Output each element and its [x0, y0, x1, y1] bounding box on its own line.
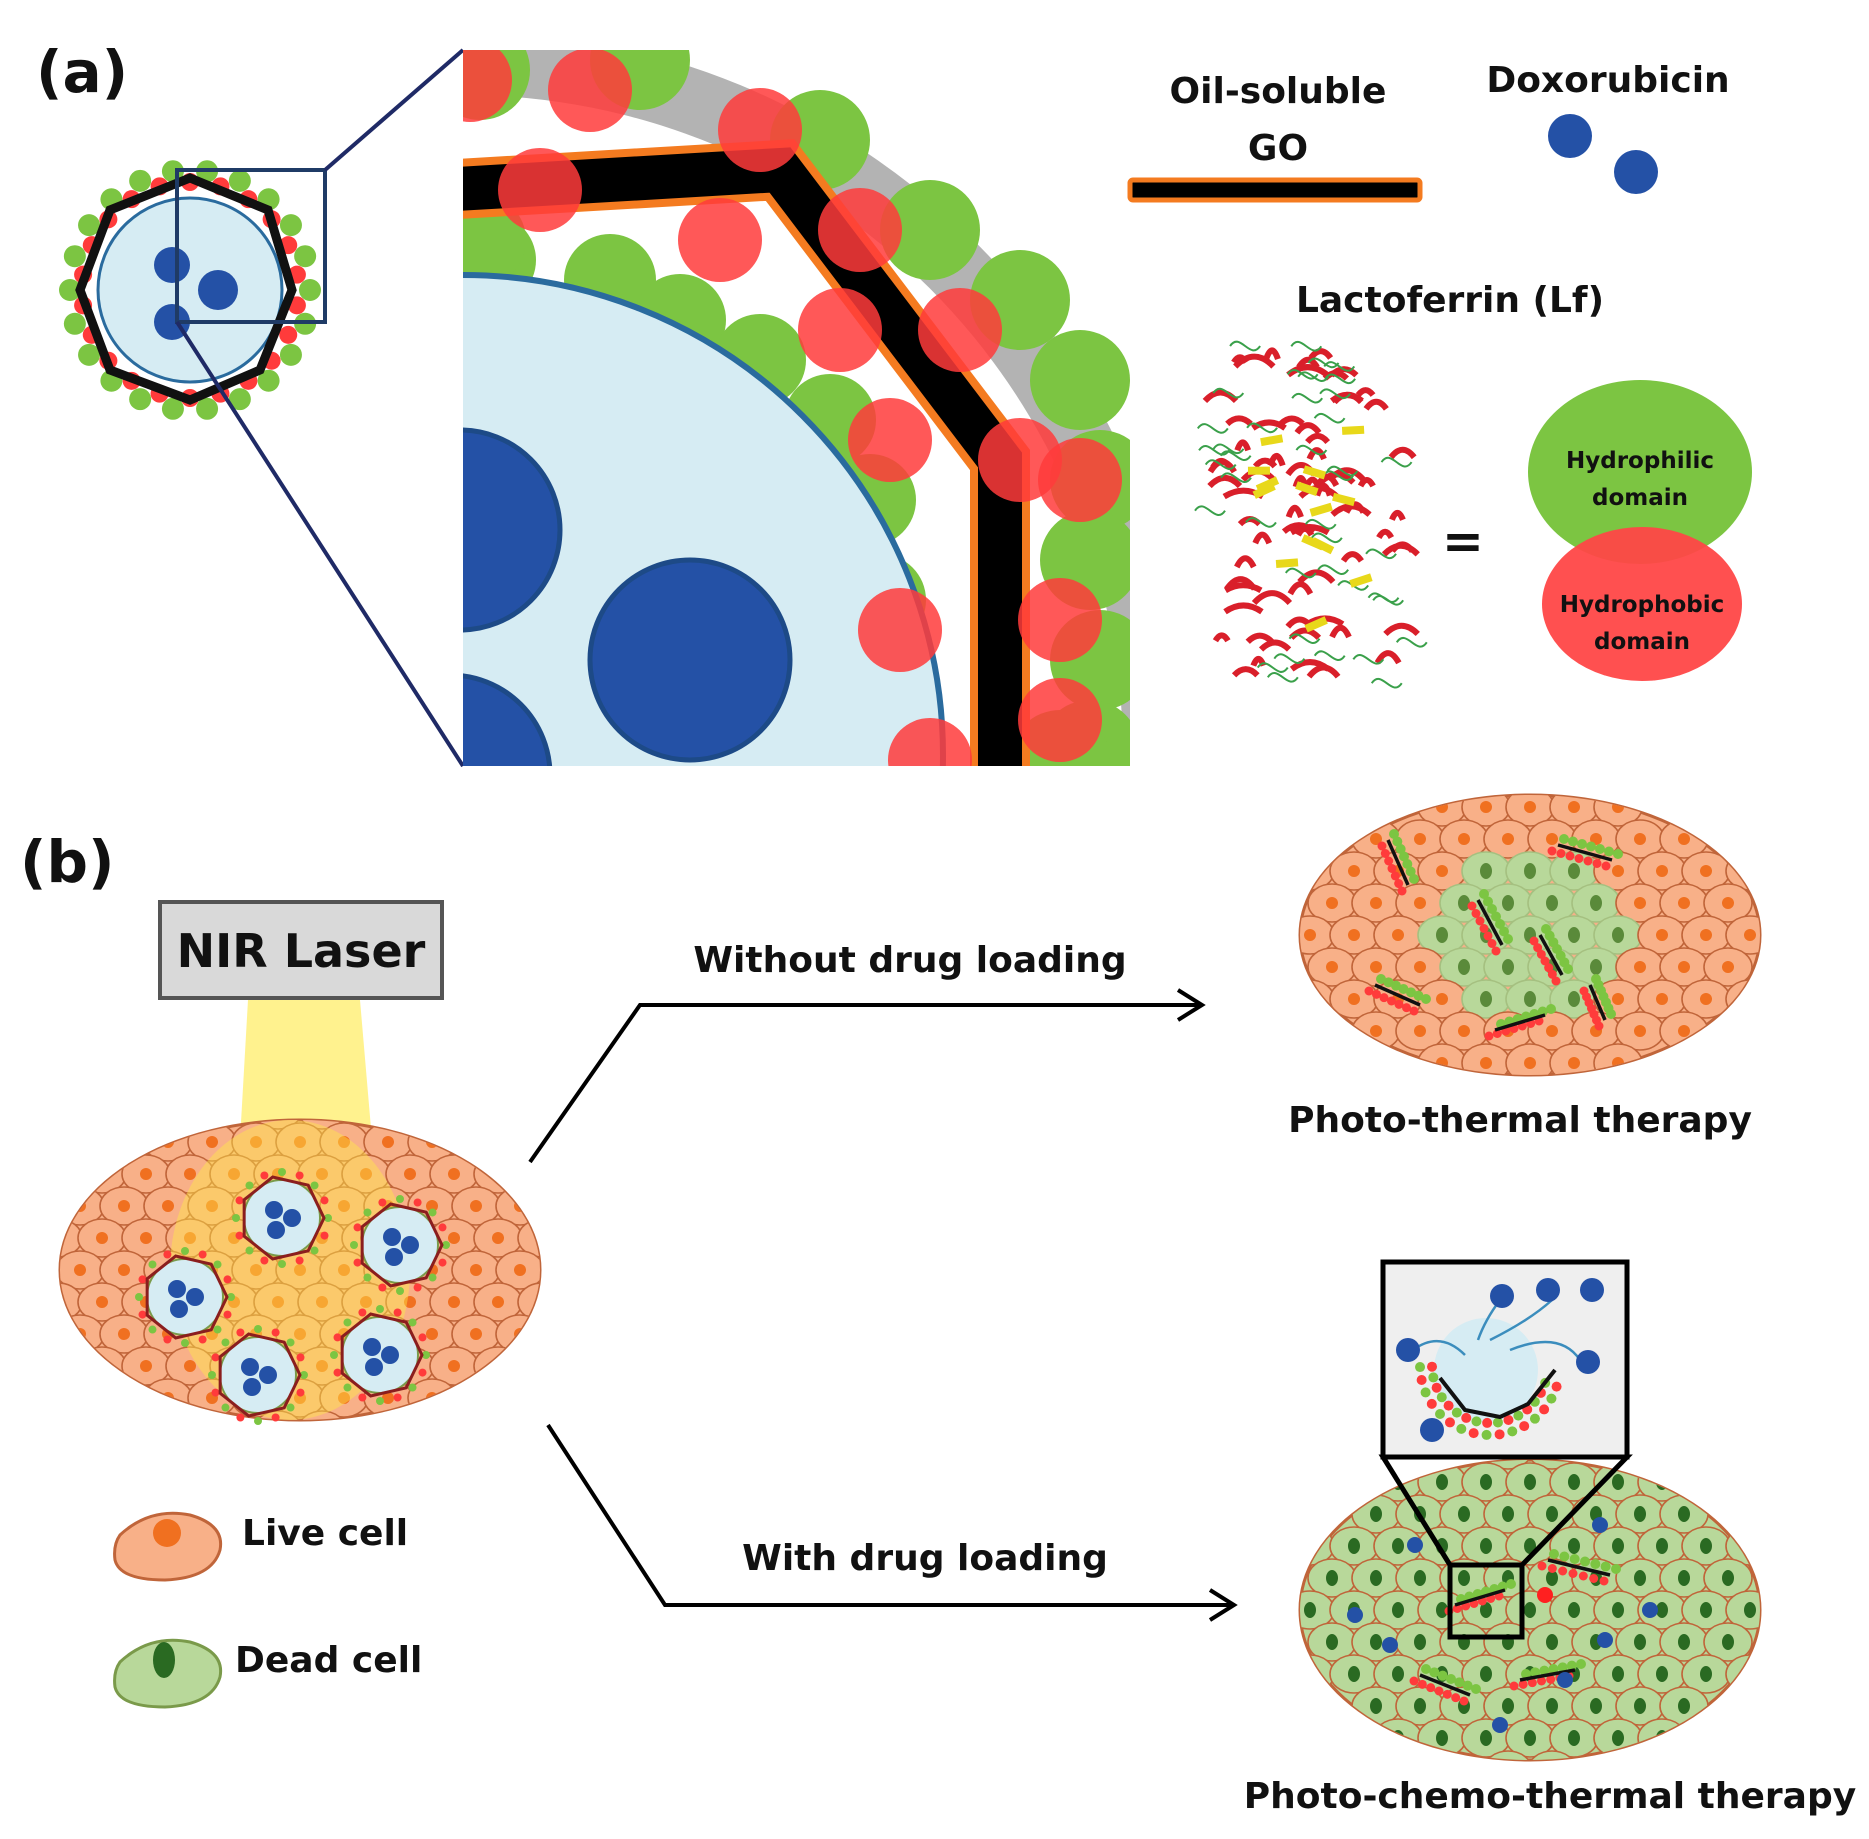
hydrophilic-label-line1: Hydrophilic	[1566, 448, 1714, 474]
go-label-line2: GO	[1248, 128, 1308, 169]
panel-a-label: (a)	[36, 38, 128, 106]
live-cell-icon	[113, 1511, 223, 1582]
protein-structure-icon	[1194, 340, 1428, 689]
nanoparticle-zoom	[463, 50, 1130, 766]
tumor-photothermal	[1298, 793, 1762, 1077]
hydrophilic-label-line2: domain	[1592, 485, 1688, 511]
go-sheet-icon	[1127, 177, 1423, 203]
nir-laser-box	[158, 900, 444, 1000]
zoom-line-bottom	[175, 320, 465, 768]
without-drug-label: Without drug loading	[693, 940, 1126, 981]
live-cell-label: Live cell	[242, 1513, 408, 1554]
zoom-line-top	[323, 48, 465, 172]
hydrophobic-domain-icon	[1542, 527, 1742, 681]
dead-cell-label: Dead cell	[235, 1640, 422, 1681]
dead-cell-icon	[113, 1638, 223, 1709]
photothermal-label: Photo-thermal therapy	[1288, 1100, 1752, 1141]
go-label-line1: Oil-soluble	[1170, 71, 1387, 112]
dox-molecule-icon	[1548, 114, 1592, 158]
with-drug-label: With drug loading	[742, 1538, 1108, 1579]
tumor-photochemothermal	[1298, 1454, 1762, 1762]
drug-release-inset	[1380, 1259, 1630, 1460]
panel-b-label: (b)	[20, 828, 115, 896]
dox-label: Doxorubicin	[1486, 60, 1729, 101]
nir-laser-label: NIR Laser	[177, 924, 426, 978]
equals-sign: =	[1442, 512, 1484, 570]
arrow-without-drug	[528, 988, 1206, 1164]
lf-label: Lactoferrin (Lf)	[1296, 280, 1604, 321]
zoom-box	[175, 168, 327, 324]
hydrophobic-label-line2: domain	[1594, 629, 1690, 655]
hydrophobic-label-line1: Hydrophobic	[1560, 592, 1724, 618]
photochemothermal-label: Photo-chemo-thermal therapy	[1244, 1776, 1856, 1817]
dox-molecule-icon	[1614, 150, 1658, 194]
hydrophilic-domain-icon	[1528, 380, 1752, 564]
nanoparticle-small	[59, 160, 327, 420]
arrow-with-drug	[546, 1423, 1238, 1622]
tumor-treated	[58, 1118, 542, 1425]
